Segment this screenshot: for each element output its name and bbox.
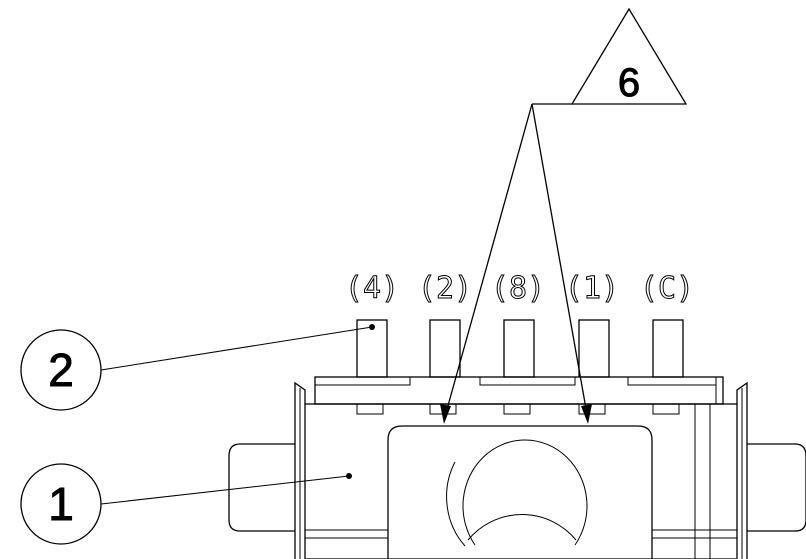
pin-1	[578, 319, 610, 378]
pin-8	[503, 319, 535, 378]
balloon-2: 2	[20, 324, 375, 411]
left-tab	[228, 443, 295, 532]
balloon-1: 1	[20, 463, 352, 545]
pin-labels: (4) (2) (8) (1) (C)	[344, 271, 694, 307]
top-plate	[314, 376, 724, 405]
callout-triangle-label: 6	[618, 61, 640, 105]
right-tab	[747, 443, 806, 532]
pins	[356, 319, 684, 415]
pin-2	[429, 319, 461, 378]
pin-c	[652, 319, 684, 378]
callout-leader-left	[443, 103, 533, 421]
actuator	[387, 425, 653, 559]
pin-label-1: (1)	[565, 271, 619, 306]
pin-label-4: (4)	[345, 271, 399, 306]
housing	[294, 381, 748, 559]
callout-triangle-6: 6	[440, 7, 688, 424]
balloon-1-label: 1	[48, 478, 74, 530]
pin-label-c: (C)	[640, 271, 694, 306]
balloon-2-label: 2	[48, 344, 74, 396]
pin-label-8: (8)	[491, 271, 545, 306]
pin-label-2: (2)	[418, 271, 472, 306]
